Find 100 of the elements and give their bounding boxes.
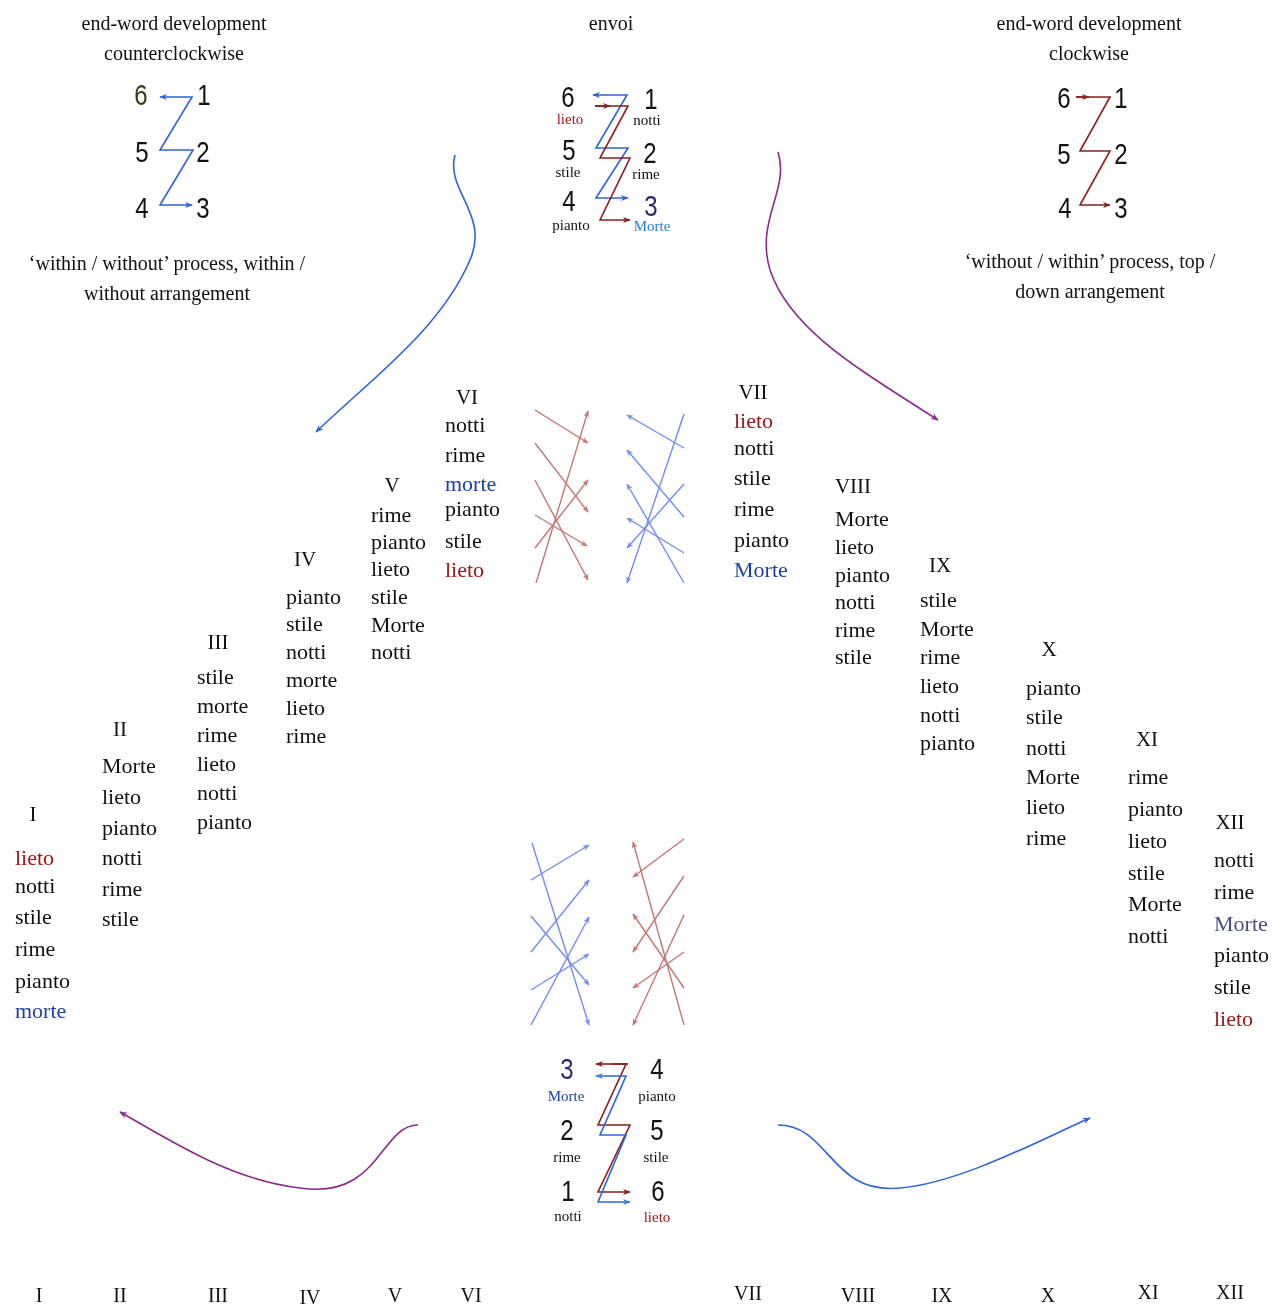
end-word-label: pianto (445, 496, 500, 522)
end-word-label: morte (15, 998, 67, 1024)
end-word-label: lieto (920, 673, 960, 699)
end-word-label: stile (643, 1148, 669, 1166)
stanza-numeral: II (113, 1284, 127, 1306)
stanza-numeral: VI (460, 1284, 482, 1306)
end-word-label: notti (920, 702, 961, 728)
number-label: 5 (135, 134, 149, 168)
end-word-label: lieto (643, 1208, 671, 1226)
stanza-numeral: III (207, 631, 229, 655)
end-word-label: rime (553, 1148, 581, 1166)
end-word-label: pianto (1214, 942, 1269, 968)
number-label: 6 (1057, 80, 1071, 114)
end-word-label: Morte (920, 616, 974, 642)
end-word-label: pianto (1128, 796, 1183, 822)
end-word-label: notti (1128, 923, 1169, 949)
stanza-numeral: IV (299, 1286, 321, 1308)
end-word-label: rime (197, 722, 238, 748)
stanza-numeral: VIII (840, 1284, 876, 1306)
end-word-label: stile (835, 644, 872, 670)
end-word-label: pianto (15, 968, 70, 994)
end-word-label: rime (734, 496, 775, 522)
end-word-label: morte (197, 693, 249, 719)
end-word-label: notti (1214, 847, 1255, 873)
stanza-numeral: VII (738, 381, 768, 405)
number-label: 1 (561, 1173, 575, 1207)
number-label: 3 (560, 1051, 574, 1085)
end-word-label: stile (445, 528, 482, 554)
end-word-label: pianto (734, 527, 789, 553)
end-word-label: stile (102, 906, 139, 932)
end-word-label: stile (286, 611, 323, 637)
end-word-label: stile (555, 163, 581, 181)
stanza-numeral: VII (734, 1282, 762, 1304)
end-word-label: pianto (286, 584, 341, 610)
end-word-label: Morte (102, 753, 156, 779)
end-word-label: lieto (556, 110, 584, 128)
end-word-label: lieto (197, 751, 237, 777)
number-label: 2 (1114, 136, 1128, 170)
stanza-numeral: X (1040, 1284, 1056, 1306)
end-word-label: Morte (1128, 891, 1182, 917)
end-word-label: rime (1214, 879, 1255, 905)
end-word-label: Morte (1214, 911, 1268, 937)
end-word-label: pianto (197, 809, 252, 835)
number-label: 4 (562, 183, 576, 217)
number-label: 5 (562, 132, 576, 166)
stanza-numeral: XI (1137, 1281, 1159, 1303)
stanza-numeral: V (387, 1284, 403, 1306)
number-label: 2 (560, 1112, 574, 1146)
end-word-label: pianto (920, 730, 975, 756)
stanza-numeral: X (1041, 638, 1057, 662)
end-word-label: stile (1214, 974, 1251, 1000)
end-word-label: lieto (371, 556, 411, 582)
end-word-label: stile (920, 587, 957, 613)
end-word-label: Morte (734, 557, 788, 583)
number-label: 4 (1058, 190, 1072, 224)
number-label: 6 (651, 1173, 665, 1207)
heading-text: ‘without / within’ process, top / down arrangement (963, 249, 1217, 305)
end-word-label: rime (15, 936, 56, 962)
end-word-label: rime (371, 502, 412, 528)
end-word-label: lieto (15, 845, 55, 871)
number-label: 4 (135, 190, 149, 224)
stanza-numeral: XI (1135, 728, 1159, 752)
end-word-label: rime (102, 876, 143, 902)
end-word-label: notti (445, 412, 486, 438)
number-label: 6 (561, 79, 575, 113)
end-word-label: lieto (835, 534, 875, 560)
number-label: 4 (650, 1051, 664, 1085)
end-word-label: pianto (638, 1087, 676, 1105)
end-word-label: notti (1026, 735, 1067, 761)
end-word-label: stile (1026, 704, 1063, 730)
end-word-label: stile (1128, 860, 1165, 886)
stanza-numeral: IX (928, 554, 952, 578)
stanza-numeral: XII (1215, 811, 1245, 835)
end-word-label: notti (102, 845, 143, 871)
end-word-label: lieto (102, 784, 142, 810)
number-label: 5 (650, 1112, 664, 1146)
end-word-label: pianto (1026, 675, 1081, 701)
end-word-label: morte (286, 667, 338, 693)
end-word-label: notti (15, 873, 56, 899)
end-word-label: lieto (1214, 1006, 1254, 1032)
end-word-label: notti (734, 435, 775, 461)
stanza-numeral: II (113, 718, 127, 742)
end-word-label: pianto (371, 529, 426, 555)
end-word-label: Morte (371, 612, 425, 638)
end-word-label: rime (835, 617, 876, 643)
end-word-label: notti (371, 639, 412, 665)
heading-text: envoi (587, 11, 635, 36)
stanza-numeral: III (208, 1284, 228, 1306)
end-word-label: rime (445, 442, 486, 468)
end-word-label: stile (734, 465, 771, 491)
end-word-label: rime (920, 644, 961, 670)
end-word-label: notti (286, 639, 327, 665)
end-word-label: Morte (547, 1087, 585, 1105)
number-label: 1 (1114, 80, 1128, 114)
number-label: 2 (196, 134, 210, 168)
stanza-numeral: VI (455, 386, 479, 410)
number-label: 5 (1057, 136, 1071, 170)
stanza-numeral: V (384, 474, 400, 498)
end-word-label: Morte (835, 506, 889, 532)
end-word-label: notti (197, 780, 238, 806)
